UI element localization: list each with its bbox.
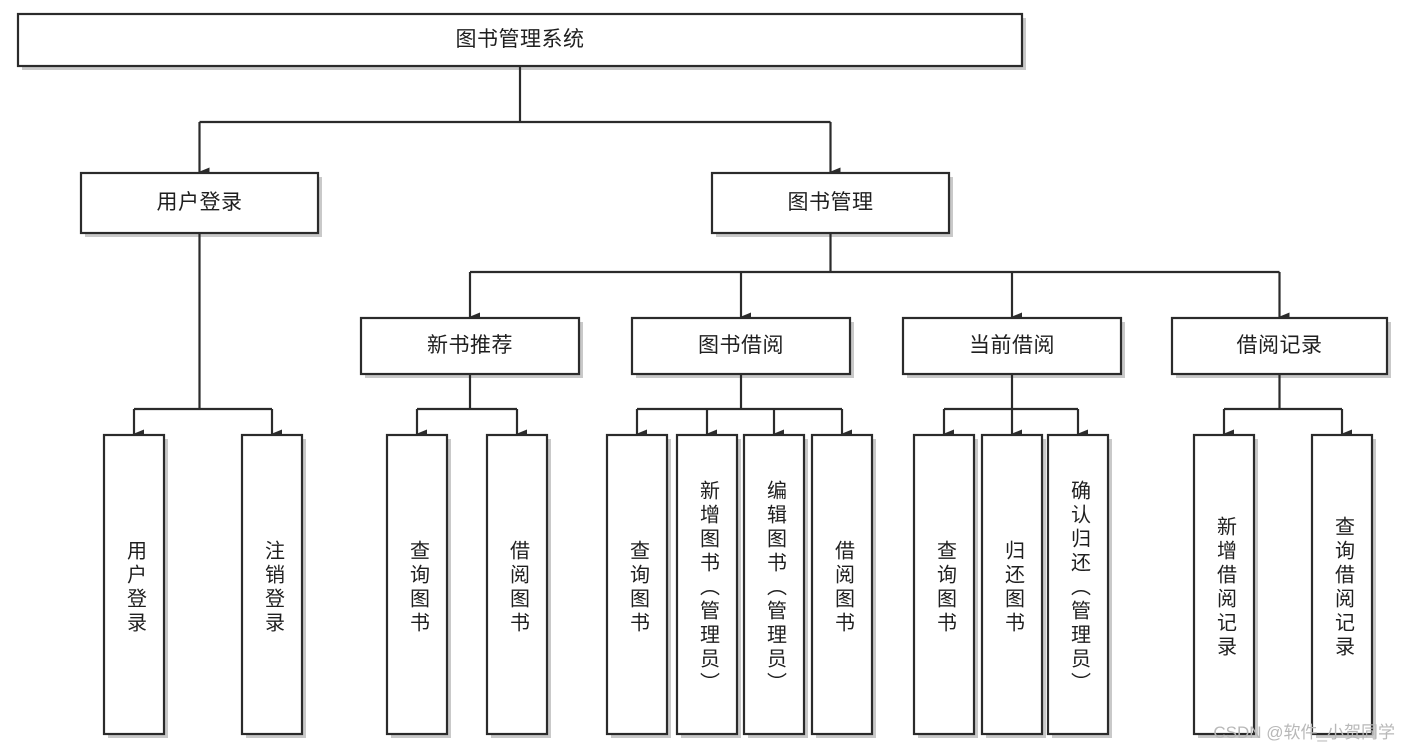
node-box-leaf-edit-book-admin[interactable] <box>742 433 806 736</box>
node-box-leaf-query-book-recommend[interactable] <box>385 433 449 736</box>
node-box-borrow-record[interactable] <box>1170 316 1389 376</box>
connector-layer <box>132 66 1352 439</box>
node-box-leaf-confirm-return-admin[interactable] <box>1046 433 1110 736</box>
node-box-leaf-query-borrow-record[interactable] <box>1310 433 1374 736</box>
node-box-leaf-add-borrow-record[interactable] <box>1192 433 1256 736</box>
node-box-new-book-recommend[interactable] <box>359 316 581 376</box>
node-box-book-borrow[interactable] <box>630 316 852 376</box>
node-box-root[interactable] <box>16 12 1024 68</box>
node-box-user-login[interactable] <box>79 171 320 235</box>
node-box-current-borrow[interactable] <box>901 316 1123 376</box>
node-box-leaf-borrow-book[interactable] <box>810 433 874 736</box>
node-box-leaf-query-book-borrow[interactable] <box>605 433 669 736</box>
node-box-leaf-user-login[interactable] <box>102 433 166 736</box>
node-box-leaf-add-book-admin[interactable] <box>675 433 739 736</box>
node-box-book-management[interactable] <box>710 171 951 235</box>
node-box-leaf-query-book-current[interactable] <box>912 433 976 736</box>
node-box-leaf-return-book[interactable] <box>980 433 1044 736</box>
box-layer <box>16 12 1389 736</box>
node-box-leaf-logout-login[interactable] <box>240 433 304 736</box>
node-box-leaf-borrow-book-recommend[interactable] <box>485 433 549 736</box>
